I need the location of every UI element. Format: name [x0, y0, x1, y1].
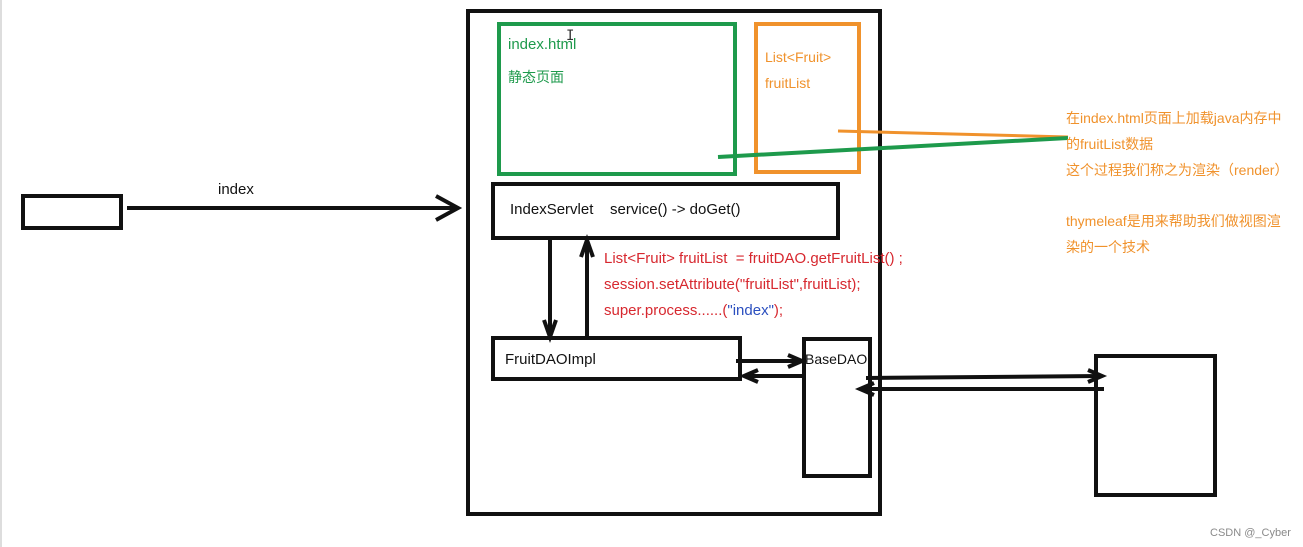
note-line-2: 的fruitList数据 — [1066, 136, 1154, 152]
text-cursor-icon: I — [566, 28, 574, 44]
base-dao-label: BaseDAO — [805, 351, 868, 367]
index-servlet-box — [491, 182, 840, 240]
index-arrow-head — [435, 194, 463, 222]
code-line-1: List<Fruit> fruitList = fruitDAO.getFrui… — [604, 250, 903, 267]
base-to-db-arrow-head — [1087, 368, 1108, 384]
index-html-subtitle: 静态页面 — [508, 69, 564, 85]
db-to-base-arrow-head — [854, 381, 875, 397]
fruit-list-type: List<Fruit> — [765, 49, 832, 65]
code-line-2: session.setAttribute("fruitList",fruitLi… — [604, 276, 861, 293]
note-line-3: 这个过程我们称之为渲染（render） — [1066, 162, 1289, 178]
orange-link-line — [837, 129, 1069, 139]
client-box — [21, 194, 123, 230]
index-html-box — [497, 22, 737, 176]
server-box — [466, 9, 882, 516]
index-arrow-label: index — [218, 181, 254, 198]
fruit-list-box — [754, 22, 861, 174]
database-box — [1094, 354, 1217, 497]
index-html-title: index.html — [508, 36, 577, 53]
note-line-4: thymeleaf是用来帮助我们做视图渲 — [1066, 213, 1281, 229]
fruit-dao-impl-label: FruitDAOImpl — [505, 351, 596, 368]
code-line-3-pre: super.process......( — [604, 302, 728, 319]
base-to-impl-arrow-head — [738, 368, 759, 384]
index-servlet-label: IndexServlet service() -> doGet() — [510, 201, 741, 218]
green-link-line — [717, 136, 1069, 159]
base-to-db-arrow-line — [865, 374, 1101, 380]
code-line-3: super.process......("index"); — [604, 302, 783, 320]
fruit-list-name: fruitList — [765, 75, 811, 91]
note-line-5: 染的一个技术 — [1066, 239, 1150, 255]
watermark: CSDN @_Cyber — [1210, 527, 1291, 539]
code-line-3-string: "index" — [727, 302, 774, 319]
note-line-1: 在index.html页面上加载java内存中 — [1066, 110, 1282, 126]
up-arrow-head — [579, 233, 595, 258]
fruit-dao-impl-box — [491, 336, 742, 381]
base-dao-box — [802, 337, 872, 478]
code-line-3-post: ); — [773, 302, 784, 319]
